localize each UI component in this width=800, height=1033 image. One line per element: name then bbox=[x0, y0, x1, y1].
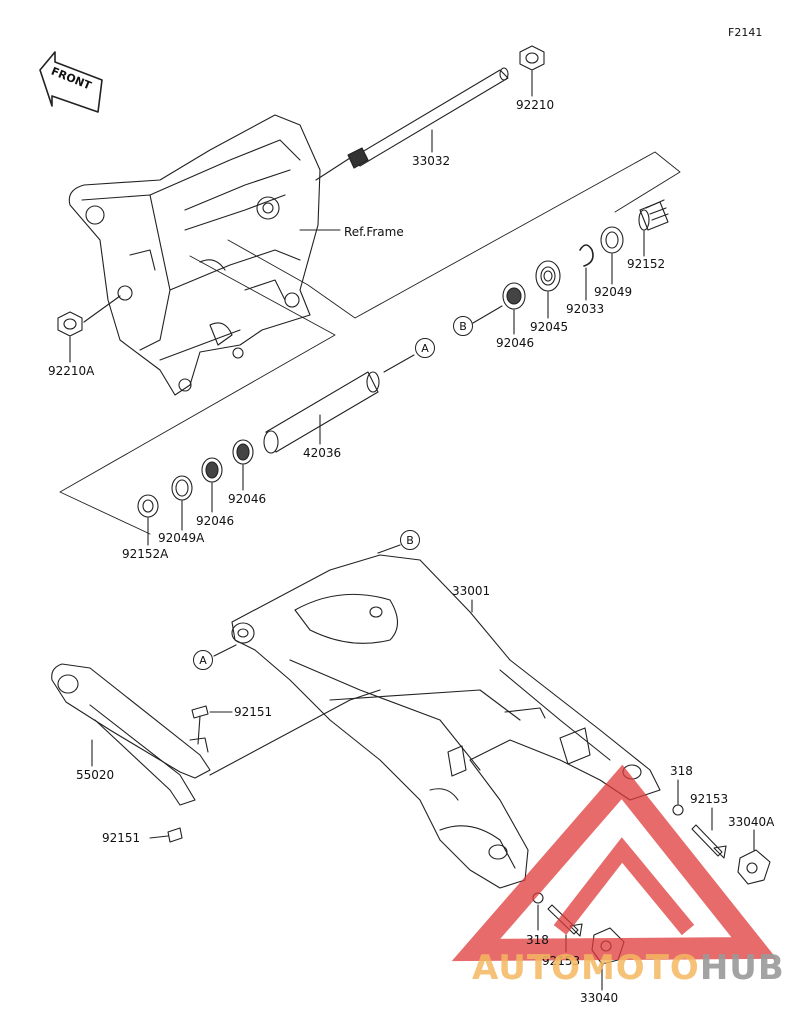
part-92210A: 92210A bbox=[48, 364, 95, 378]
block-33040A bbox=[737, 849, 771, 885]
part-55020: 55020 bbox=[76, 768, 115, 782]
part-92153-bottom: 92153 bbox=[542, 954, 581, 968]
front-arrow-icon bbox=[39, 51, 103, 113]
callout-b-top: B bbox=[453, 316, 473, 336]
screw-92151-bot bbox=[167, 827, 183, 843]
boot-92152 bbox=[638, 199, 669, 231]
part-92153-right: 92153 bbox=[690, 792, 729, 806]
ref-frame-label: Ref.Frame bbox=[344, 225, 404, 239]
watermark-text: AUTOMOTOHUB bbox=[472, 948, 785, 988]
part-92152: 92152 bbox=[627, 257, 666, 271]
nut-92210 bbox=[519, 45, 545, 71]
nut-318-right bbox=[672, 804, 684, 816]
bearing-92046-b bbox=[502, 282, 526, 310]
watermark-logo bbox=[451, 764, 777, 962]
part-92049: 92049 bbox=[594, 285, 633, 299]
part-92152A: 92152A bbox=[122, 547, 169, 561]
figure-code: F2141 bbox=[728, 26, 763, 39]
part-42036: 42036 bbox=[303, 446, 342, 460]
sleeve-42036 bbox=[263, 371, 380, 454]
part-92046-b: 92046 bbox=[496, 336, 535, 350]
nut-92210A bbox=[57, 311, 83, 337]
frame-drawing bbox=[68, 114, 321, 396]
callout-a-top: A bbox=[415, 338, 435, 358]
swingarm-33001 bbox=[231, 554, 661, 889]
part-92049A: 92049A bbox=[158, 531, 205, 545]
watermark-part2: HUB bbox=[699, 948, 785, 988]
bearing-92046-2 bbox=[232, 439, 254, 465]
part-318-bottom: 318 bbox=[526, 933, 549, 947]
part-92046-2: 92046 bbox=[228, 492, 267, 506]
watermark-part1: AUTOMOTO bbox=[472, 948, 700, 988]
bearing-92045 bbox=[535, 260, 561, 292]
part-318-right: 318 bbox=[670, 764, 693, 778]
washer-92152A bbox=[137, 494, 159, 518]
part-92210: 92210 bbox=[516, 98, 555, 112]
callout-a-arm: A bbox=[193, 650, 213, 670]
chain-guard-55020 bbox=[51, 663, 211, 806]
callout-b-arm: B bbox=[400, 530, 420, 550]
bolt-92153-right bbox=[691, 824, 727, 859]
part-33040A: 33040A bbox=[728, 815, 775, 829]
seal-92049 bbox=[600, 226, 624, 254]
seal-92049A bbox=[171, 475, 193, 501]
part-33032: 33032 bbox=[412, 154, 451, 168]
part-92046-1: 92046 bbox=[196, 514, 235, 528]
part-92151-bot: 92151 bbox=[102, 831, 141, 845]
part-33040: 33040 bbox=[580, 991, 619, 1005]
part-92045: 92045 bbox=[530, 320, 569, 334]
screw-92151-top bbox=[191, 705, 209, 745]
circlip-92033 bbox=[579, 244, 594, 267]
bearing-92046-1 bbox=[201, 457, 223, 483]
part-92033: 92033 bbox=[566, 302, 605, 316]
pivot-shaft-33032 bbox=[347, 67, 509, 169]
part-33001: 33001 bbox=[452, 584, 491, 598]
part-92151-top: 92151 bbox=[234, 705, 273, 719]
